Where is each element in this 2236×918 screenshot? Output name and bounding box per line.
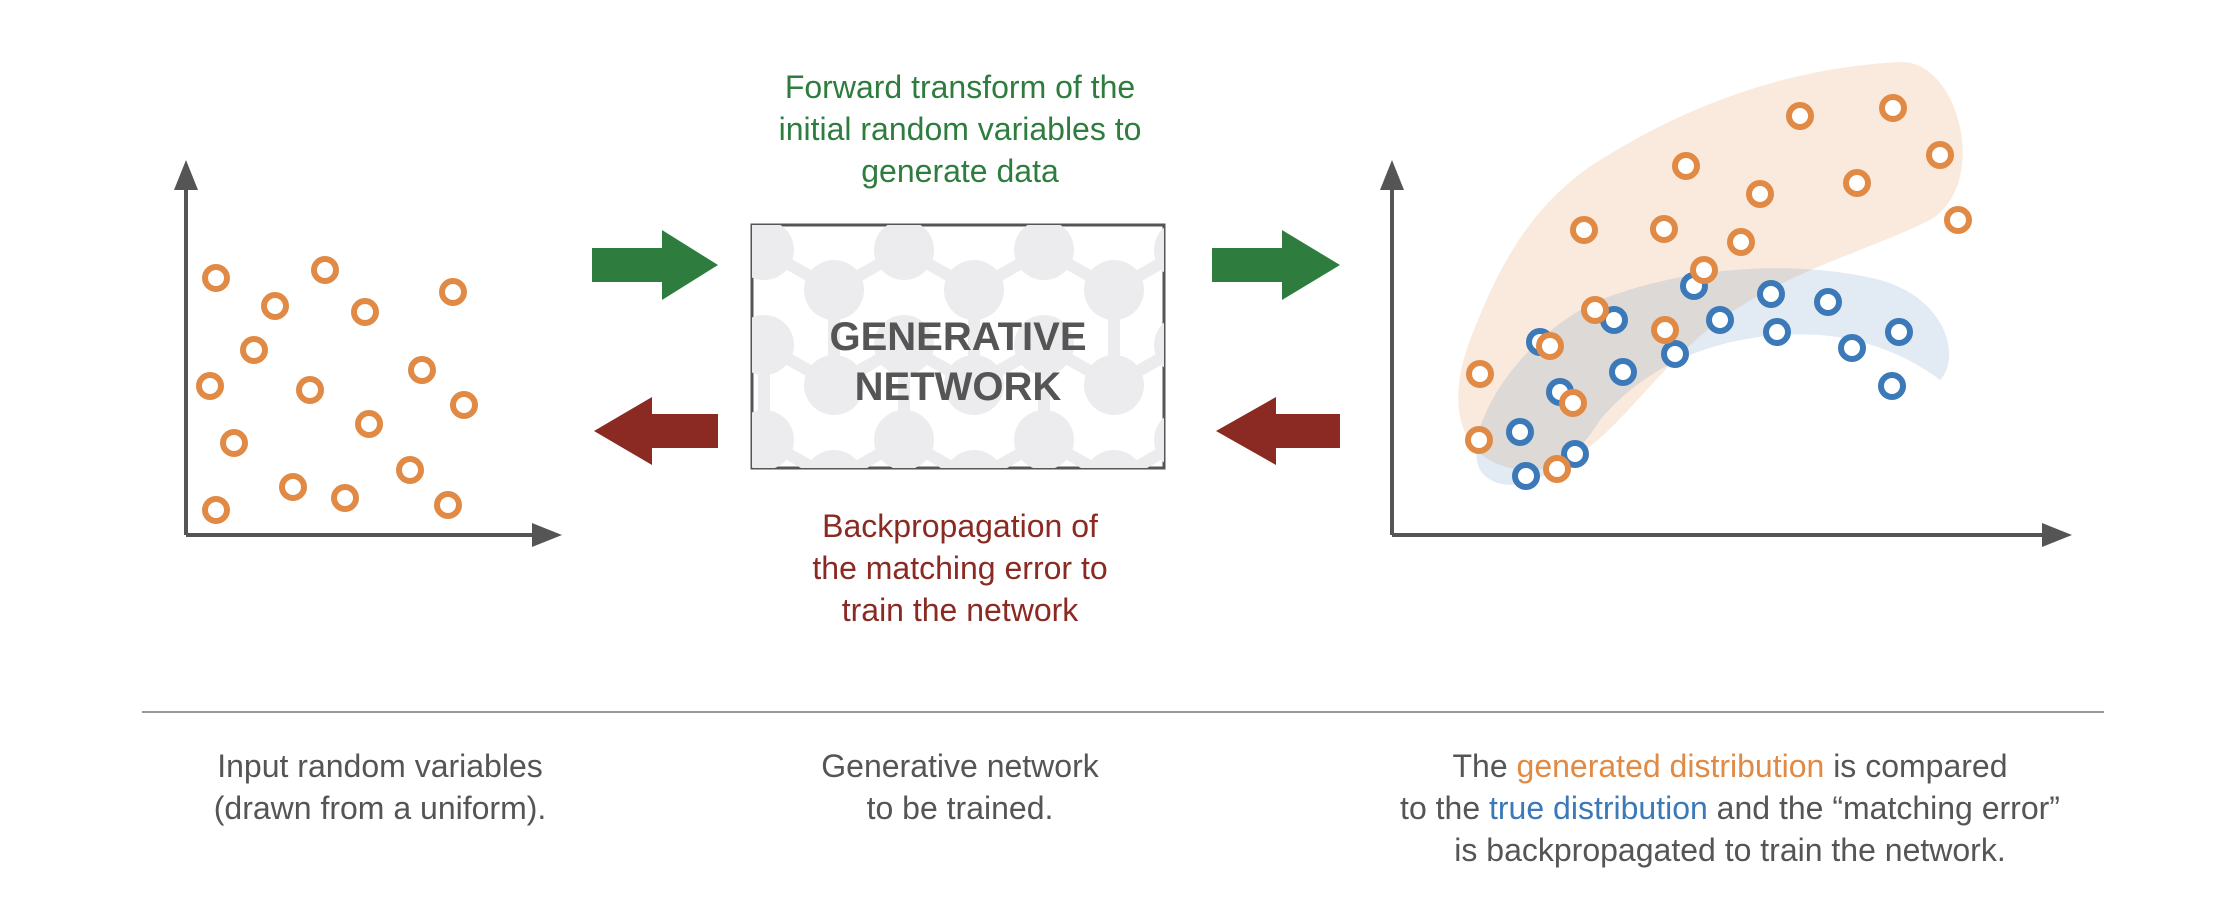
generated-point-ring-icon [1944, 206, 1972, 234]
output-plot-x-arrowhead [2042, 523, 2072, 547]
backward-arrow-right-icon [1216, 397, 1340, 465]
true-point-ring-icon [1885, 318, 1913, 346]
true-point-ring-icon [1706, 306, 1734, 334]
input-plot-y-arrowhead [174, 160, 198, 190]
network-label-line-2: NETWORK [854, 365, 1062, 409]
true-point-ring-icon [1878, 372, 1906, 400]
input-point-ring-icon [450, 391, 478, 419]
generated-point-ring-icon [1559, 389, 1587, 417]
true-point-ring-icon [1609, 358, 1637, 386]
network-caption-line-1: Generative network [821, 748, 1099, 784]
generated-point-ring-icon [1581, 296, 1609, 324]
network-caption-line-2: to be trained. [866, 790, 1054, 826]
input-point-ring-icon [220, 429, 248, 457]
generated-point-ring-icon [1879, 94, 1907, 122]
true-distribution-term: true distribution [1489, 790, 1708, 826]
input-point-ring-icon [396, 456, 424, 484]
true-point-ring-icon [1814, 288, 1842, 316]
input-random-points [196, 256, 478, 524]
forward-arrow-left-icon [592, 230, 718, 300]
generated-point-ring-icon [1466, 360, 1494, 388]
generated-point-ring-icon [1543, 455, 1571, 483]
backward-arrow-left-icon [594, 397, 718, 465]
generated-point-ring-icon [1727, 228, 1755, 256]
output-caption-line-2-suffix: and the “matching error” [1707, 790, 2060, 826]
output-plot-y-arrowhead [1380, 160, 1404, 190]
input-point-ring-icon [202, 496, 230, 524]
input-point-ring-icon [296, 376, 324, 404]
input-point-ring-icon [240, 336, 268, 364]
generated-distribution-points [1465, 94, 1972, 483]
generated-distribution-term: generated distribution [1516, 748, 1825, 784]
true-point-ring-icon [1661, 340, 1689, 368]
input-point-ring-icon [439, 278, 467, 306]
input-point-ring-icon [408, 356, 436, 384]
output-caption-line-2: to the true distribution and the “matchi… [1290, 787, 2170, 829]
output-caption: The generated distribution is compared t… [1290, 745, 2170, 871]
true-point-ring-icon [1506, 418, 1534, 446]
output-caption-line-1-suffix: is compared [1824, 748, 2008, 784]
network-graph-background [752, 225, 1164, 468]
generated-point-ring-icon [1746, 180, 1774, 208]
generated-point-ring-icon [1536, 332, 1564, 360]
input-plot-axes [184, 180, 545, 537]
input-caption-line-1: Input random variables [217, 748, 543, 784]
input-point-ring-icon [434, 491, 462, 519]
network-caption: Generative network to be trained. [740, 745, 1180, 829]
true-point-ring-icon [1512, 462, 1540, 490]
input-point-ring-icon [202, 264, 230, 292]
output-caption-line-3: is backpropagated to train the network. [1454, 832, 2006, 868]
generated-point-ring-icon [1690, 256, 1718, 284]
backprop-caption-line-3: train the network [841, 592, 1079, 628]
input-plot-x-arrowhead [532, 523, 562, 547]
input-point-ring-icon [311, 256, 339, 284]
forward-caption-line-3: generate data [861, 153, 1059, 189]
generated-point-ring-icon [1650, 215, 1678, 243]
true-point-ring-icon [1838, 334, 1866, 362]
true-point-ring-icon [1561, 440, 1589, 468]
output-caption-line-1-prefix: The [1452, 748, 1517, 784]
generated-point-ring-icon [1465, 426, 1493, 454]
generative-network-label: GENERATIVE NETWORK [752, 312, 1164, 412]
input-point-ring-icon [261, 292, 289, 320]
forward-transform-caption: Forward transform of the initial random … [690, 66, 1230, 192]
generated-point-ring-icon [1843, 169, 1871, 197]
input-point-ring-icon [351, 298, 379, 326]
input-point-ring-icon [196, 372, 224, 400]
true-point-ring-icon [1763, 318, 1791, 346]
input-caption: Input random variables (drawn from a uni… [120, 745, 640, 829]
forward-caption-line-1: Forward transform of the [784, 69, 1136, 105]
generated-point-ring-icon [1786, 102, 1814, 130]
generated-point-ring-icon [1672, 152, 1700, 180]
generated-point-ring-icon [1651, 316, 1679, 344]
forward-caption-line-2: initial random variables to [778, 111, 1142, 147]
true-point-ring-icon [1757, 280, 1785, 308]
output-caption-line-2-prefix: to the [1400, 790, 1489, 826]
backprop-caption-line-1: Backpropagation of [822, 508, 1098, 544]
input-point-ring-icon [355, 410, 383, 438]
generated-point-ring-icon [1926, 141, 1954, 169]
network-label-line-1: GENERATIVE [829, 315, 1087, 359]
input-point-ring-icon [279, 473, 307, 501]
backpropagation-caption: Backpropagation of the matching error to… [720, 505, 1200, 631]
input-caption-line-2: (drawn from a uniform). [213, 790, 547, 826]
generated-point-ring-icon [1570, 216, 1598, 244]
forward-arrow-right-icon [1212, 230, 1340, 300]
backprop-caption-line-2: the matching error to [812, 550, 1108, 586]
output-plot-axes [1390, 180, 2052, 537]
input-point-ring-icon [331, 484, 359, 512]
output-caption-line-1: The generated distribution is compared [1290, 745, 2170, 787]
